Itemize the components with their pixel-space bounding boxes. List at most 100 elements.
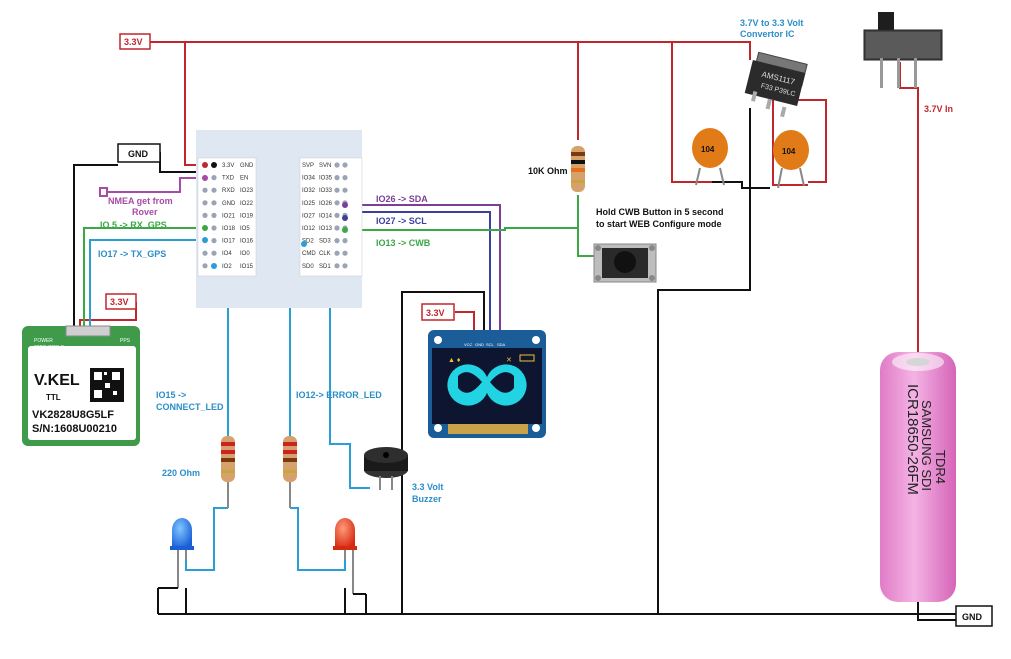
regulator-ams1117: AMS1117 F33 P39LC <box>744 51 808 118</box>
esp-right-pin <box>334 225 340 231</box>
oled-pin-label: VCC <box>464 342 473 347</box>
oled-logo-icon <box>447 364 527 406</box>
pin-dot-io26 <box>342 202 348 208</box>
wire-led-red <box>290 507 346 571</box>
pin-dot-io12 <box>301 241 307 247</box>
gps-module: POWER PPS 2828U7G5LF EGRTVP V.KEL TTL VK… <box>22 325 140 446</box>
label-io17: IO17 -> TX_GPS <box>98 249 166 259</box>
esp-pin-label: CMD <box>302 251 316 257</box>
esp-pin-label: GND <box>222 201 236 207</box>
label-220-ohm: 220 Ohm <box>162 468 200 478</box>
battery-18650: ICR18650-26FM SAMSUNG SDI TDR4 <box>880 352 956 602</box>
esp-pin-label: IO35 <box>319 176 333 182</box>
oled-icon-x: ✕ <box>506 357 512 364</box>
esp-pin-label: SD1 <box>319 264 331 270</box>
esp-left-pin <box>211 225 217 231</box>
led-blue <box>158 518 194 589</box>
label-hold-line2: to start WEB Configure mode <box>596 219 722 229</box>
pin-dot-3v3 <box>202 162 208 168</box>
label-10k-ohm: 10K Ohm <box>528 166 568 176</box>
slide-switch <box>863 12 943 88</box>
esp-right-pin <box>334 250 340 256</box>
pin-dot-io13 <box>342 227 348 233</box>
pin-dot-io17 <box>202 237 208 243</box>
label-io5: IO 5 -> RX_GPS <box>100 220 167 230</box>
esp-left-pin <box>202 200 208 206</box>
label-3v3-oled: 3.3V <box>426 308 445 318</box>
esp-pin-label: SVN <box>319 163 331 169</box>
esp-pin-label: IO0 <box>240 251 250 257</box>
wire-nmea <box>99 177 205 197</box>
esp-pin-label: IO15 <box>240 264 254 270</box>
gps-brand: V.KEL <box>34 372 80 389</box>
capacitor-2-label: 104 <box>782 147 796 156</box>
oled-icon-battery <box>519 354 535 362</box>
battery-line2: SAMSUNG SDI <box>919 400 934 491</box>
label-gnd-top: GND <box>128 149 149 159</box>
led-red <box>333 518 366 595</box>
esp-right-pin <box>342 187 348 193</box>
label-io13: IO13 -> CWB <box>376 238 431 248</box>
label-io15-line1: IO15 -> <box>156 390 186 400</box>
esp-pin-label: EN <box>240 176 248 182</box>
esp-left-pin <box>211 187 217 193</box>
gps-silk-model: 2828U7G5LF <box>34 345 64 351</box>
esp-right-pin <box>342 175 348 181</box>
pin-dot-io14 <box>342 215 348 221</box>
gps-silk-pins: EGRTVP <box>66 351 91 357</box>
label-3v3-gps-box: 3.3V <box>105 293 137 310</box>
label-converter-line1: 3.7V to 3.3 Volt <box>740 18 803 28</box>
esp-pin-label: IO27 <box>302 213 316 219</box>
esp-left-pin <box>202 263 208 269</box>
esp-right-pin <box>334 212 340 218</box>
label-3v3-top: 3.3V <box>124 37 143 47</box>
esp-left-pin <box>202 212 208 218</box>
esp-pin-label: GND <box>240 163 254 169</box>
push-button-cwb <box>593 243 657 283</box>
esp-pin-label: IO33 <box>319 188 333 194</box>
gps-model: VK2828U8G5LF <box>32 409 114 421</box>
esp-right-pin <box>334 238 340 244</box>
gps-serial: S/N:1608U00210 <box>32 423 117 435</box>
oled-pin-label: SCL <box>486 342 495 347</box>
esp-pin-label: TXD <box>222 176 235 182</box>
wire-cwb <box>345 227 598 257</box>
esp-pin-label: IO34 <box>302 176 316 182</box>
esp-pin-label: IO2 <box>222 264 232 270</box>
resistor-10k <box>571 146 585 192</box>
esp-right-pin <box>334 175 340 181</box>
esp-pin-label: 3.3V <box>222 163 234 169</box>
label-3v3-gps: 3.3V <box>110 297 129 307</box>
wire-rx-gps <box>83 227 205 330</box>
esp-pin-label: IO16 <box>240 239 254 245</box>
wire-led-blue <box>185 507 228 571</box>
esp-pin-label: SD0 <box>302 264 314 270</box>
gps-silk-pps: PPS <box>120 338 131 344</box>
capacitor-1-label: 104 <box>701 145 715 154</box>
pin-dot-txd <box>202 175 208 181</box>
esp-left-pin <box>211 212 217 218</box>
esp-pin-label: IO21 <box>222 213 236 219</box>
esp-left-pin <box>202 250 208 256</box>
esp-pin-label: RXD <box>222 188 235 194</box>
label-io26: IO26 -> SDA <box>376 194 428 204</box>
label-converter-line2: Convertor IC <box>740 29 795 39</box>
esp-pin-label: IO17 <box>222 239 236 245</box>
esp-pin-label: IO19 <box>240 213 254 219</box>
esp-pin-label: CLK <box>319 251 331 257</box>
wire-ground <box>73 108 960 621</box>
battery-line3: TDR4 <box>933 450 948 484</box>
label-3v3-oled-box: 3.3V <box>421 303 455 321</box>
esp-pin-label: IO26 <box>319 201 333 207</box>
resistor-220-error <box>283 436 297 508</box>
esp-pin-label: IO22 <box>240 201 254 207</box>
gps-silk-power: POWER <box>34 338 53 344</box>
esp-pin-label: IO4 <box>222 251 232 257</box>
label-hold-line1: Hold CWB Button in 5 second <box>596 207 724 217</box>
label-buzzer-line2: Buzzer <box>412 494 442 504</box>
esp-pin-label: IO13 <box>319 226 333 232</box>
